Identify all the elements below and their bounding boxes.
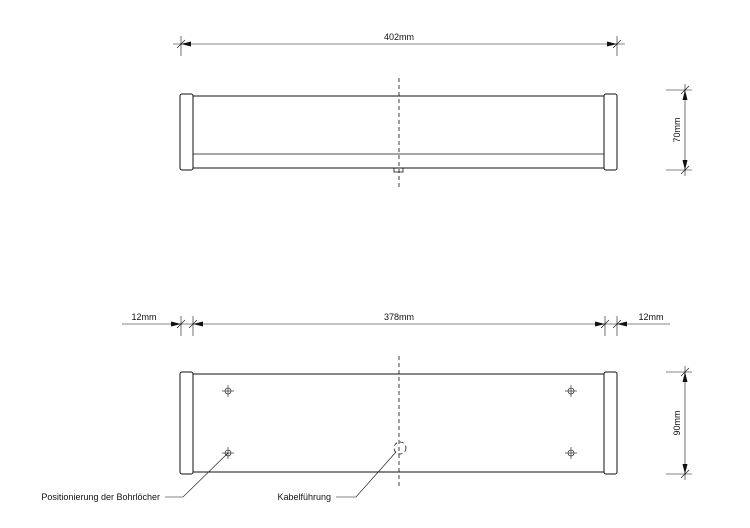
callout-cable-label: Kabelführung [277,492,331,502]
dimension-label-right-margin: 12mm [638,312,663,322]
dimension-label-height-top: 70mm [672,117,682,142]
drill-hole-marker [565,447,577,459]
dimension-label-inner-width: 378mm [384,312,414,322]
dimension-height-70: 70mm [666,84,692,176]
top-left-cap [179,93,194,171]
callout-cable: Kabelführung [277,451,397,502]
drill-hole-marker [565,385,577,397]
bottom-view: 12mm 378mm 12mm [41,312,692,502]
top-right-cap [603,93,618,171]
bottom-left-cap [179,371,194,475]
top-body [191,95,606,169]
top-view: 402mm 70mm [173,32,692,188]
dimension-label-width: 402mm [384,32,414,42]
callout-drill-holes: Positionierung der Bohrlöcher [41,452,229,502]
dimension-label-left-margin: 12mm [131,312,156,322]
top-center-tab [393,167,404,173]
dimension-label-height-bottom: 90mm [672,410,682,435]
cable-opening [393,441,407,455]
callout-drill-holes-label: Positionierung der Bohrlöcher [41,492,160,502]
bottom-right-cap [603,371,618,475]
dimension-width-402: 402mm [173,32,625,56]
drill-hole-marker [222,385,234,397]
dimension-height-90: 90mm [666,366,692,480]
bottom-body [191,373,606,473]
dimension-chain: 12mm 378mm 12mm [122,312,670,336]
